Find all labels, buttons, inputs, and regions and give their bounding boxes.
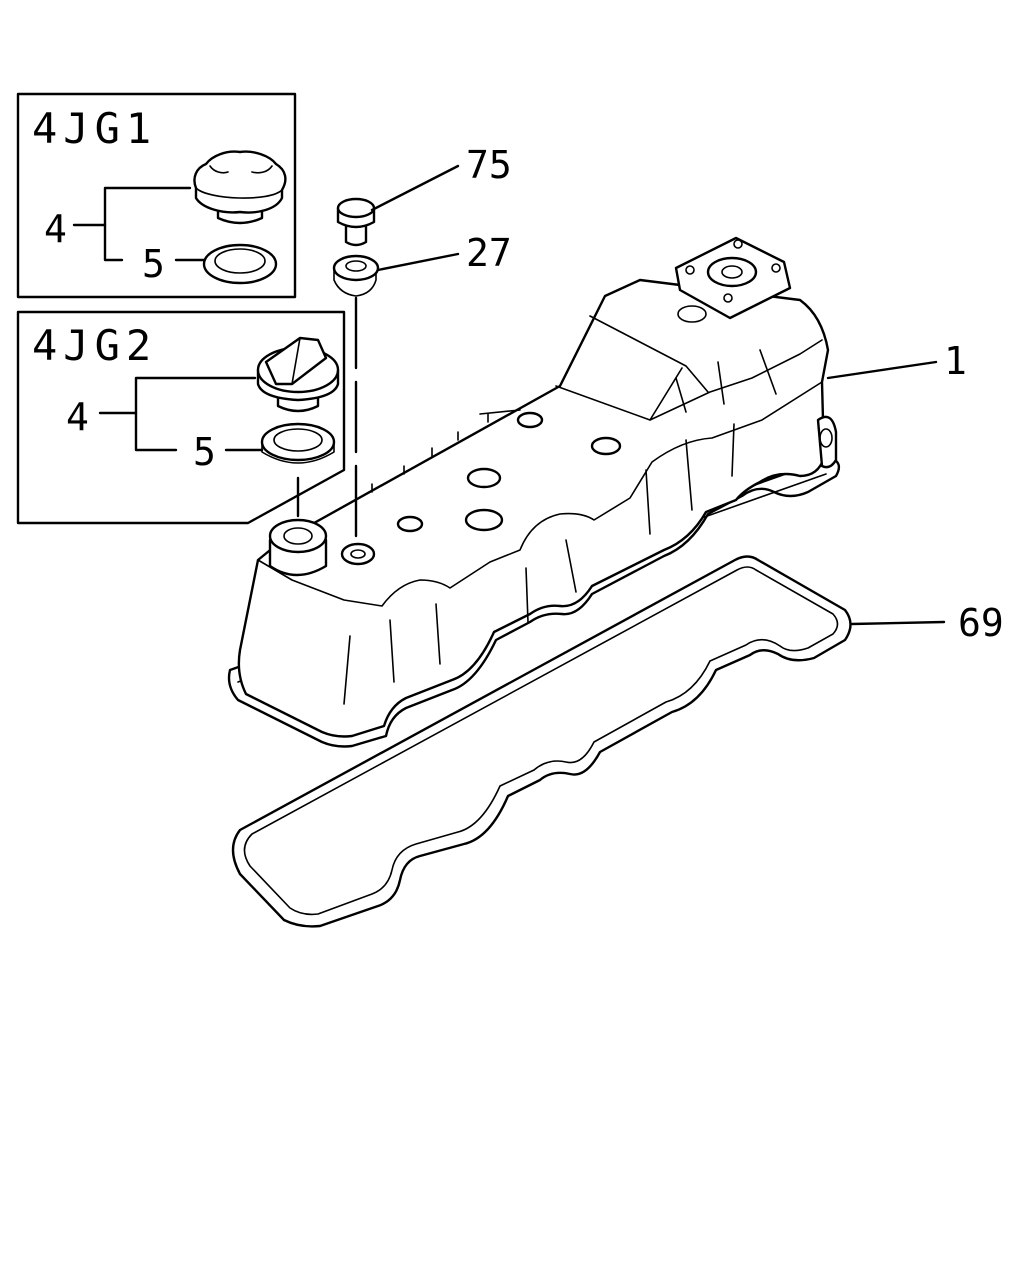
cover-ridge-notches bbox=[371, 409, 521, 493]
grommet-seat bbox=[340, 542, 376, 566]
callout-4-4jg1: 4 bbox=[44, 207, 67, 251]
grommet-27 bbox=[332, 254, 380, 297]
callout-4-4jg2: 4 bbox=[66, 395, 89, 439]
filler-cap-4jg2 bbox=[256, 336, 340, 413]
rocker-cover bbox=[227, 236, 841, 748]
callout-1: 1 bbox=[944, 339, 967, 383]
cover-side-lug bbox=[816, 415, 838, 469]
variant-box-4jg2: 4JG2 4 5 bbox=[16, 310, 346, 525]
variant-title-4jg1: 4JG1 bbox=[32, 104, 157, 153]
breather-port bbox=[674, 236, 792, 323]
callout-27: 27 bbox=[466, 231, 512, 275]
variant-title-4jg2: 4JG2 bbox=[32, 321, 157, 370]
filler-cap-4jg1 bbox=[193, 150, 287, 225]
callout-69: 69 bbox=[958, 601, 1004, 645]
filler-neck bbox=[268, 518, 328, 577]
variant-frame-4jg1 bbox=[16, 92, 297, 299]
callout-5-4jg1: 5 bbox=[142, 242, 165, 286]
gasket-outer bbox=[231, 555, 852, 928]
callout-75: 75 bbox=[466, 143, 512, 187]
cover-raised-ridge bbox=[555, 339, 823, 421]
gasket-inner bbox=[243, 566, 839, 916]
callout-5-4jg2: 5 bbox=[193, 430, 216, 474]
cover-body bbox=[237, 278, 830, 738]
variant-box-4jg1: 4JG1 4 5 bbox=[16, 92, 297, 299]
cover-gasket bbox=[231, 555, 852, 928]
seal-ring-4jg1 bbox=[202, 243, 278, 285]
variant-frame-4jg2 bbox=[16, 310, 346, 525]
bolt-75 bbox=[336, 197, 376, 247]
cover-side-ribs bbox=[343, 349, 777, 705]
leader-69 bbox=[850, 620, 946, 626]
cover-top-bosses bbox=[396, 411, 622, 533]
leader-75 bbox=[370, 164, 460, 212]
leader-1 bbox=[826, 360, 938, 380]
leader-27 bbox=[376, 252, 460, 272]
seal-ring-4jg2 bbox=[260, 422, 336, 464]
cover-top-edge bbox=[257, 381, 823, 607]
